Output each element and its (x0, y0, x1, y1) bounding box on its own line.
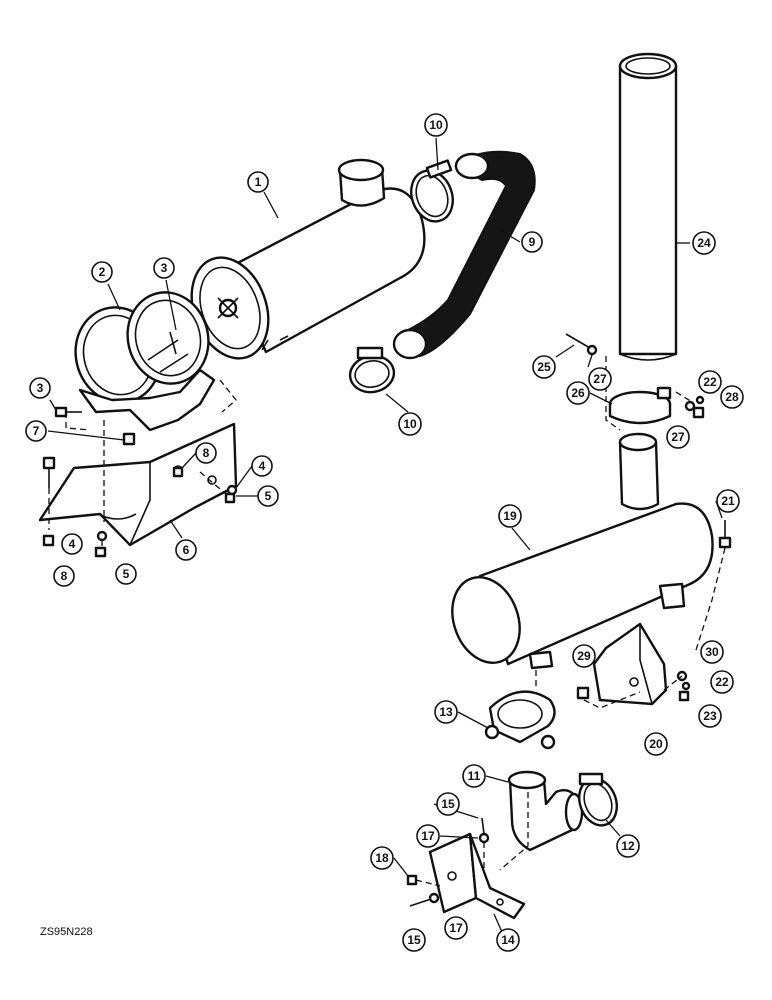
callout-30: 30 (700, 640, 724, 664)
exhaust-band-clamp (608, 386, 672, 425)
callout-26: 26 (566, 381, 590, 405)
callout-14: 14 (496, 928, 520, 952)
svg-text:30: 30 (705, 645, 719, 659)
callout-11: 11 (462, 764, 486, 788)
drawing-code: ZS95N228 (40, 926, 93, 938)
callout-12: 12 (616, 834, 640, 858)
callout-17: 17 (416, 824, 440, 848)
mounting-plate (38, 422, 238, 547)
air-cleaner-mount-bands (74, 291, 216, 432)
svg-text:4: 4 (69, 537, 76, 551)
callout-23: 23 (698, 704, 722, 728)
exhaust-stack (618, 52, 678, 361)
svg-text:2: 2 (99, 265, 106, 279)
elbow-bracket (428, 832, 526, 920)
callout-17: 17 (444, 916, 468, 940)
svg-text:9: 9 (529, 235, 536, 249)
svg-text:3: 3 (37, 381, 44, 395)
svg-text:26: 26 (571, 386, 585, 400)
svg-text:14: 14 (501, 933, 515, 947)
svg-text:10: 10 (403, 417, 417, 431)
svg-text:17: 17 (421, 829, 435, 843)
hose-clamp-lower (348, 346, 396, 394)
callout-21: 21 (716, 489, 740, 513)
callout-15: 15 (402, 928, 426, 952)
svg-text:15: 15 (407, 933, 421, 947)
callout-25: 25 (532, 355, 556, 379)
callout-10: 10 (424, 113, 448, 137)
svg-text:3: 3 (161, 261, 168, 275)
svg-text:17: 17 (449, 921, 463, 935)
leader-lines (47, 137, 723, 933)
svg-text:13: 13 (439, 705, 453, 719)
svg-text:19: 19 (503, 509, 517, 523)
u-bolt-clamp (484, 690, 556, 750)
svg-text:23: 23 (703, 709, 717, 723)
svg-text:8: 8 (203, 446, 210, 460)
svg-text:7: 7 (33, 424, 40, 438)
svg-text:8: 8 (61, 569, 68, 583)
callout-4: 4 (61, 533, 83, 555)
callout-27: 27 (588, 367, 612, 391)
svg-text:27: 27 (593, 372, 607, 386)
callout-3: 3 (29, 377, 51, 399)
svg-text:22: 22 (703, 375, 717, 389)
assembly-lines (48, 356, 726, 887)
callout-27: 27 (666, 425, 690, 449)
svg-text:5: 5 (265, 489, 272, 503)
callout-2: 2 (91, 261, 113, 283)
intake-hose (392, 150, 536, 360)
callout-29: 29 (572, 644, 596, 668)
callout-9: 9 (521, 231, 543, 253)
exhaust-elbow (507, 770, 584, 852)
callout-7: 7 (25, 420, 47, 442)
callout-18: 18 (370, 846, 394, 870)
svg-text:4: 4 (259, 459, 266, 473)
hose-clamp-upper (410, 159, 454, 223)
svg-text:21: 21 (721, 494, 735, 508)
elbow-clamp (577, 772, 619, 827)
callout-24: 24 (692, 231, 716, 255)
callout-5: 5 (115, 563, 137, 585)
callout-5: 5 (257, 485, 279, 507)
svg-text:28: 28 (725, 390, 739, 404)
svg-text:1: 1 (255, 175, 262, 189)
svg-text:10: 10 (429, 118, 443, 132)
callout-8: 8 (53, 565, 75, 587)
svg-text:27: 27 (671, 430, 685, 444)
callout-22: 22 (698, 370, 722, 394)
callout-1: 1 (247, 171, 269, 193)
svg-text:24: 24 (697, 236, 711, 250)
callout-28: 28 (720, 385, 744, 409)
svg-text:20: 20 (649, 737, 663, 751)
callout-22: 22 (710, 670, 734, 694)
callout-4: 4 (251, 455, 273, 477)
callout-8: 8 (195, 442, 217, 464)
svg-text:11: 11 (468, 769, 481, 783)
svg-text:12: 12 (621, 839, 635, 853)
svg-text:15: 15 (441, 797, 455, 811)
svg-text:18: 18 (375, 851, 389, 865)
muffler (451, 432, 714, 670)
callout-10: 10 (398, 412, 422, 436)
callout-19: 19 (498, 504, 522, 528)
svg-text:5: 5 (123, 567, 130, 581)
svg-text:22: 22 (715, 675, 729, 689)
callout-3: 3 (153, 257, 175, 279)
hardware (42, 331, 732, 907)
callout-15: 15 (436, 792, 460, 816)
callout-13: 13 (434, 700, 458, 724)
air-cleaner (190, 158, 426, 360)
svg-text:6: 6 (183, 543, 190, 557)
callout-6: 6 (175, 539, 197, 561)
svg-text:29: 29 (577, 649, 591, 663)
callout-20: 20 (644, 732, 668, 756)
svg-text:25: 25 (537, 360, 551, 374)
muffler-bracket (592, 622, 668, 706)
